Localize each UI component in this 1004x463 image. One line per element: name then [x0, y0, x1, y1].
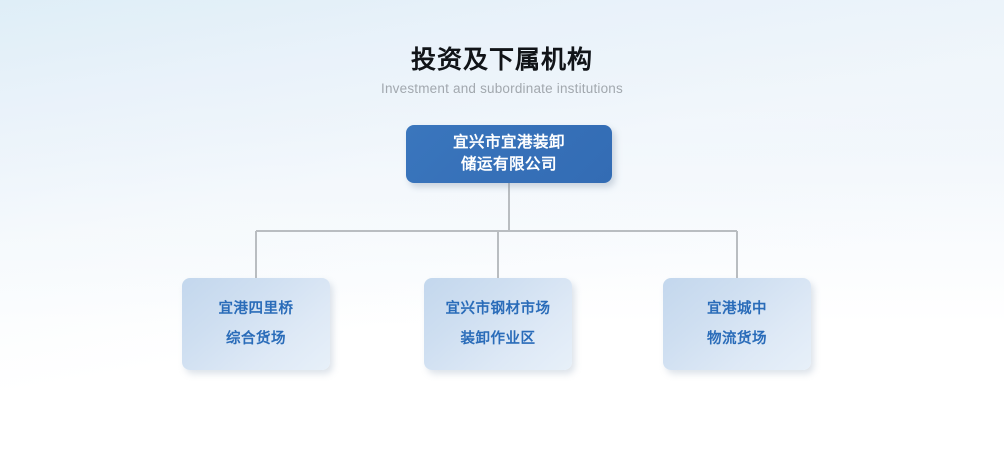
page-heading: 投资及下属机构 Investment and subordinate insti…	[0, 44, 1004, 99]
org-node-child-1-line-1: 宜兴市钢材市场	[445, 301, 551, 317]
org-node-child-2-line-2: 物流货场	[707, 331, 767, 347]
org-node-child-2[interactable]: 宜港城中 物流货场	[663, 278, 811, 370]
org-node-child-0-line-2: 综合货场	[226, 331, 286, 347]
org-node-child-1-line-2: 装卸作业区	[460, 331, 536, 347]
page-title: 投资及下属机构	[410, 46, 593, 74]
org-node-root[interactable]: 宜兴市宜港装卸 储运有限公司	[406, 125, 612, 183]
org-node-child-0[interactable]: 宜港四里桥 综合货场	[182, 278, 330, 370]
org-node-child-2-line-1: 宜港城中	[707, 301, 767, 317]
org-node-child-1[interactable]: 宜兴市钢材市场 装卸作业区	[424, 278, 572, 370]
org-node-root-line-1: 宜兴市宜港装卸	[452, 134, 565, 151]
org-node-root-line-2: 储运有限公司	[460, 156, 557, 173]
org-node-child-0-line-1: 宜港四里桥	[218, 301, 294, 317]
page-subtitle: Investment and subordinate institutions	[381, 81, 623, 96]
